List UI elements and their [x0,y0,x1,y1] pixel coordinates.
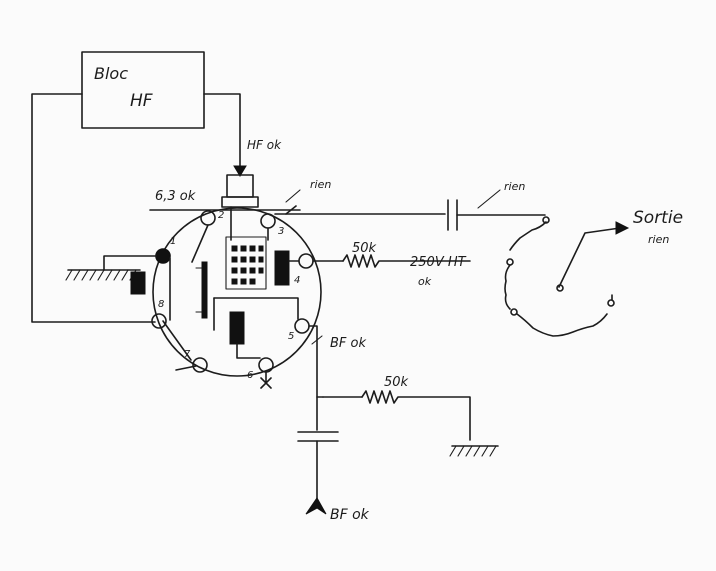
bloc-hf-box [81,51,205,129]
ground-wire-left [103,255,157,271]
input-capacitor [297,431,339,442]
pin-1 [155,248,171,264]
hf-arrow-icon [233,165,247,177]
output-capacitor [447,199,458,231]
ground-hatch-right [449,445,497,457]
pin-5-number: 5 [288,331,294,342]
pin-4 [298,253,314,269]
grid-wire [31,93,156,323]
cathode [201,261,208,319]
pin-3 [260,213,276,229]
pin-8-number: 8 [158,299,164,310]
hf-wire [203,93,241,173]
plate-1 [274,250,290,286]
pin-3-number: 3 [278,226,284,237]
tube-electrodes [162,206,300,361]
rien-cap-pointer [477,189,501,209]
ground-hatch-left [65,269,137,281]
pin-8 [151,313,167,329]
tube-cap-base [221,196,259,208]
pin-6-cross [260,371,272,389]
pin-7-lead [175,365,197,371]
sortie-rien-label: rien [648,233,669,246]
bloc-label: Bloc [94,64,128,83]
rien-cap-label: rien [504,180,525,193]
hf-ok-label: HF ok [247,138,282,152]
plate-2 [229,311,245,345]
sortie-arrow-icon [615,221,630,235]
res-50k-bottom-label: 50k [384,375,409,390]
filament-label: 6,3 ok [155,189,196,204]
bf-ok-bottom-label: BF ok [330,507,370,523]
socket-key [130,271,146,295]
grid-dots [231,245,264,285]
pin-2-number: 2 [218,210,224,221]
pin-6-number: 6 [247,370,253,381]
tube-envelope [152,207,322,377]
bf-wire-vertical [308,325,324,398]
ground-resistor [361,390,471,441]
bf-input-arrow-icon [305,497,327,515]
tube-top-cap [226,174,254,198]
coil-bottom [516,313,608,337]
sortie-label: Sortie [633,208,683,228]
ht-resistor [342,254,471,268]
hf-label: HF [130,91,153,111]
grid-cage [225,236,267,290]
rien-top-label: rien [310,178,331,191]
ht-ok-label: ok [418,275,432,288]
pin-7 [192,357,208,373]
bf-ok-right-label: BF ok [330,336,366,351]
res-50k-top-label: 50k [352,241,377,256]
pin-6 [258,357,274,373]
pin-4-number: 4 [294,275,300,286]
pin-1-number: 1 [170,236,176,247]
pin-5 [294,318,310,334]
wiper [558,227,621,288]
coil-left [504,264,511,310]
rien-top-pointer [285,189,301,203]
ht-label: 250V HT [410,255,467,270]
